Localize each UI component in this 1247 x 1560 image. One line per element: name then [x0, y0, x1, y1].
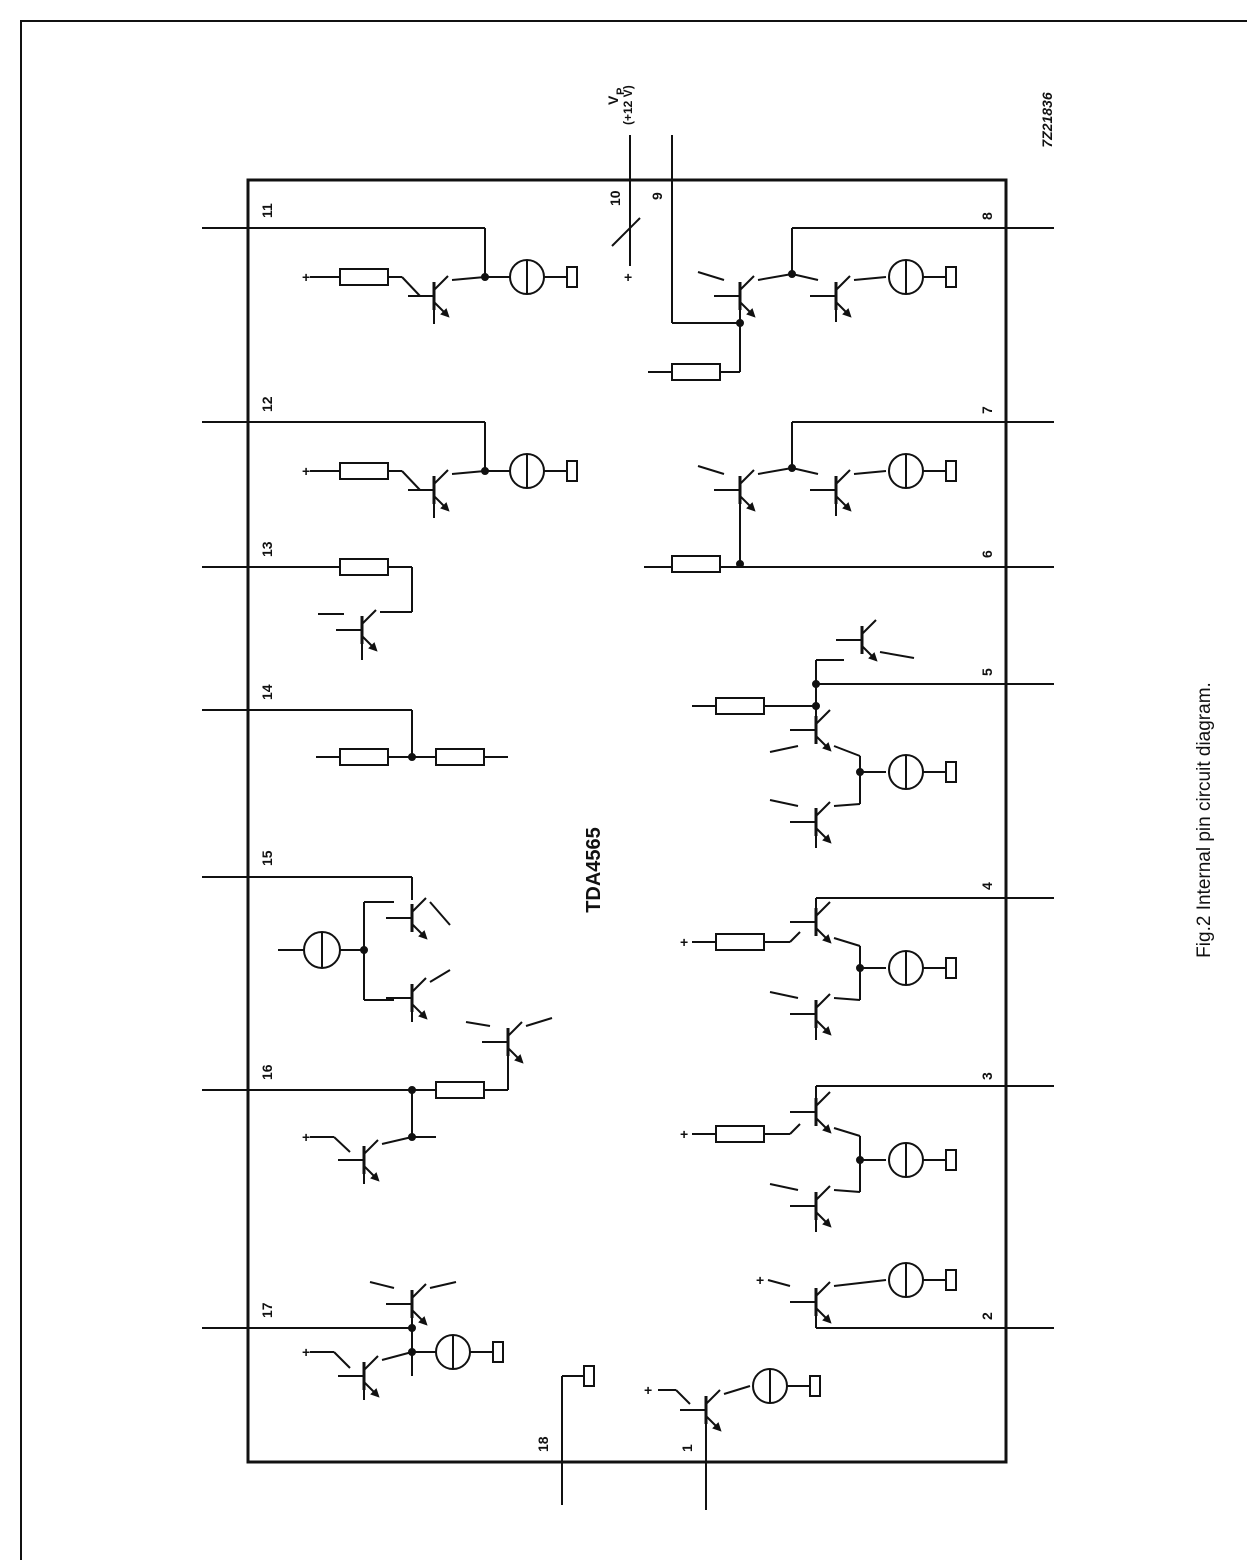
left-pin-leads: [202, 227, 485, 1329]
pin-label-7: 7: [979, 406, 995, 414]
pin13-circuit: [318, 558, 413, 660]
pin-label-18: 18: [535, 1436, 551, 1452]
pin2-circuit: [767, 1262, 957, 1328]
pin17-circuit: [310, 1281, 504, 1400]
plus-pin1: +: [644, 1382, 652, 1398]
pin-labels: 11 12 13 14 15 16 17 18 1 2 3 4 5 6 7 8 …: [259, 190, 995, 1452]
pin-label-13: 13: [259, 541, 275, 557]
plus-supply: +: [624, 269, 632, 285]
pin8-circuit: [648, 228, 957, 381]
pin1-circuit: [658, 1368, 821, 1510]
pin14-circuit: [316, 710, 508, 766]
pin-label-15: 15: [259, 850, 275, 866]
pin-label-17: 17: [259, 1302, 275, 1318]
pin-label-9: 9: [649, 192, 665, 200]
plus-pin4: +: [680, 934, 688, 950]
supply-voltage: (+12 V): [621, 85, 635, 125]
supply-label: V P (+12 V): [605, 85, 635, 125]
pin-label-4: 4: [979, 882, 995, 890]
plus-pin12: +: [302, 463, 310, 479]
pin5-circuit: [692, 618, 957, 848]
pin-label-11: 11: [259, 203, 275, 218]
supply-v-letter: V: [605, 95, 621, 105]
figure-caption: Fig.2 Internal pin circuit diagram.: [1194, 682, 1215, 958]
plus-pin17: +: [302, 1344, 310, 1360]
supply-v-subscript: P: [615, 88, 627, 95]
chip-name: TDA4565: [583, 827, 605, 913]
pin-label-12: 12: [259, 396, 275, 412]
pin-label-16: 16: [259, 1064, 275, 1080]
pin-label-10: 10: [607, 190, 623, 206]
pin-label-3: 3: [979, 1072, 995, 1080]
plus-pin3: +: [680, 1126, 688, 1142]
plus-pin2: +: [756, 1272, 764, 1288]
pin7-pin6-circuit: [671, 422, 957, 573]
pin-label-14: 14: [259, 684, 275, 700]
pin15-circuit: [278, 877, 451, 1022]
pin4-circuit: [692, 898, 957, 1040]
page-frame: [20, 20, 1247, 1560]
pin-label-2: 2: [979, 1312, 995, 1320]
pin16-circuit: [310, 1017, 553, 1184]
pin11-circuit: [310, 228, 578, 324]
plus-pin16: +: [302, 1129, 310, 1145]
pin-label-8: 8: [979, 212, 995, 220]
pin12-circuit: [310, 422, 578, 518]
drawing-number: 7Z21836: [1039, 92, 1055, 147]
pin-label-5: 5: [979, 668, 995, 676]
pin-label-6: 6: [979, 550, 995, 558]
pin-label-1: 1: [679, 1444, 695, 1452]
chip-body: [246, 178, 1008, 1464]
pin3-circuit: [692, 1086, 957, 1232]
plus-signs: + + + + + + + + +: [302, 269, 764, 1398]
right-pin-leads: [629, 135, 1054, 1329]
pin18-circuit: [561, 1365, 595, 1505]
pin10-marker: [611, 180, 641, 266]
plus-pin11: +: [302, 269, 310, 285]
